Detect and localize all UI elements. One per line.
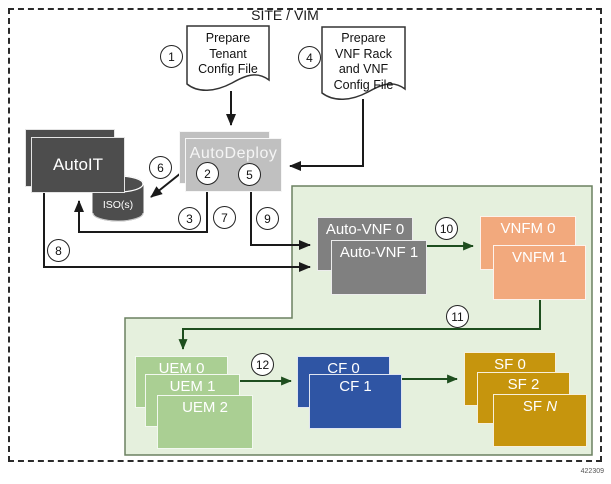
document-shape-tenant-config	[186, 25, 270, 91]
step-circle-3: 3	[178, 207, 201, 230]
doc-line: Tenant	[209, 46, 247, 61]
cf-0-label: CF 0	[327, 360, 360, 377]
arrow-doc2-to-autodeploy	[289, 99, 364, 171]
sf-n-prefix: SF	[522, 398, 547, 415]
step-circle-7: 7	[213, 206, 236, 229]
step-circle-9: 9	[256, 207, 279, 230]
doc-line: Config File	[198, 62, 258, 76]
step-circle-1: 1	[160, 45, 183, 68]
step-circle-10: 10	[435, 217, 458, 240]
auto-vnf-1-label: Auto-VNF 1	[339, 244, 419, 261]
step-circle-6: 6	[149, 156, 172, 179]
iso-label: ISO(s)	[102, 199, 134, 211]
uem-1-label: UEM 1	[169, 378, 216, 395]
vnfm-1-label: VNFM 1	[511, 249, 567, 266]
autoit-box: AutoIT	[31, 137, 125, 193]
sf-n-label: SF N	[494, 395, 586, 415]
vnfm-0-label: VNFM 0	[500, 220, 556, 237]
document-vnf-rack-config: Prepare VNF Rack and VNF Config File	[322, 31, 405, 93]
figure-id: 422309	[580, 468, 604, 475]
green-flow-arrows	[178, 241, 541, 386]
black-flow-arrows	[43, 91, 364, 272]
autoit-label: AutoIT	[52, 155, 104, 174]
doc-line: Config File	[333, 77, 394, 92]
step-circle-8: 8	[47, 239, 70, 262]
arrow-autoit-to-autovnf	[43, 193, 311, 272]
auto-vnf-0-label: Auto-VNF 0	[325, 221, 405, 238]
doc-line: Prepare	[205, 31, 251, 45]
step-circle-5: 5	[238, 163, 261, 186]
step-circle-12: 12	[251, 353, 274, 376]
cf-1-label: CF 1	[339, 378, 372, 395]
auto-vnf-1-box: Auto-VNF 1	[331, 240, 427, 295]
step-circle-4: 4	[298, 46, 321, 69]
site-vim-label: SITE / VIM	[251, 7, 319, 23]
step-circle-2: 2	[196, 162, 219, 185]
step-circle-11: 11	[446, 305, 469, 328]
sf-n-italic: N	[546, 398, 558, 415]
doc-line: and VNF	[338, 62, 389, 76]
uem-0-label: UEM 0	[158, 360, 205, 377]
arrow-autodeploy-to-autovnf	[250, 192, 311, 250]
sf-2-label: SF 2	[507, 376, 540, 393]
doc-line: Prepare	[341, 31, 386, 45]
sf-0-label: SF 0	[494, 356, 526, 373]
doc-line: VNF Rack	[335, 46, 392, 61]
document-shape-vnf-rack-config	[321, 26, 406, 100]
document-tenant-config: Prepare Tenant Config File	[187, 31, 269, 78]
uem-2-box: UEM 2	[157, 395, 253, 449]
arrow-autodeploy-to-autoit	[74, 192, 208, 233]
sf-n-box: SF N	[493, 394, 587, 447]
autodeploy-label: AutoDeploy	[189, 145, 278, 162]
site-vim-dashed-boundary	[8, 8, 602, 462]
vnfm-1-box: VNFM 1	[493, 245, 586, 300]
uem-2-label: UEM 2	[182, 399, 228, 416]
cf-1-box: CF 1	[309, 374, 402, 429]
arrow-vnfm-to-uem	[178, 300, 541, 350]
